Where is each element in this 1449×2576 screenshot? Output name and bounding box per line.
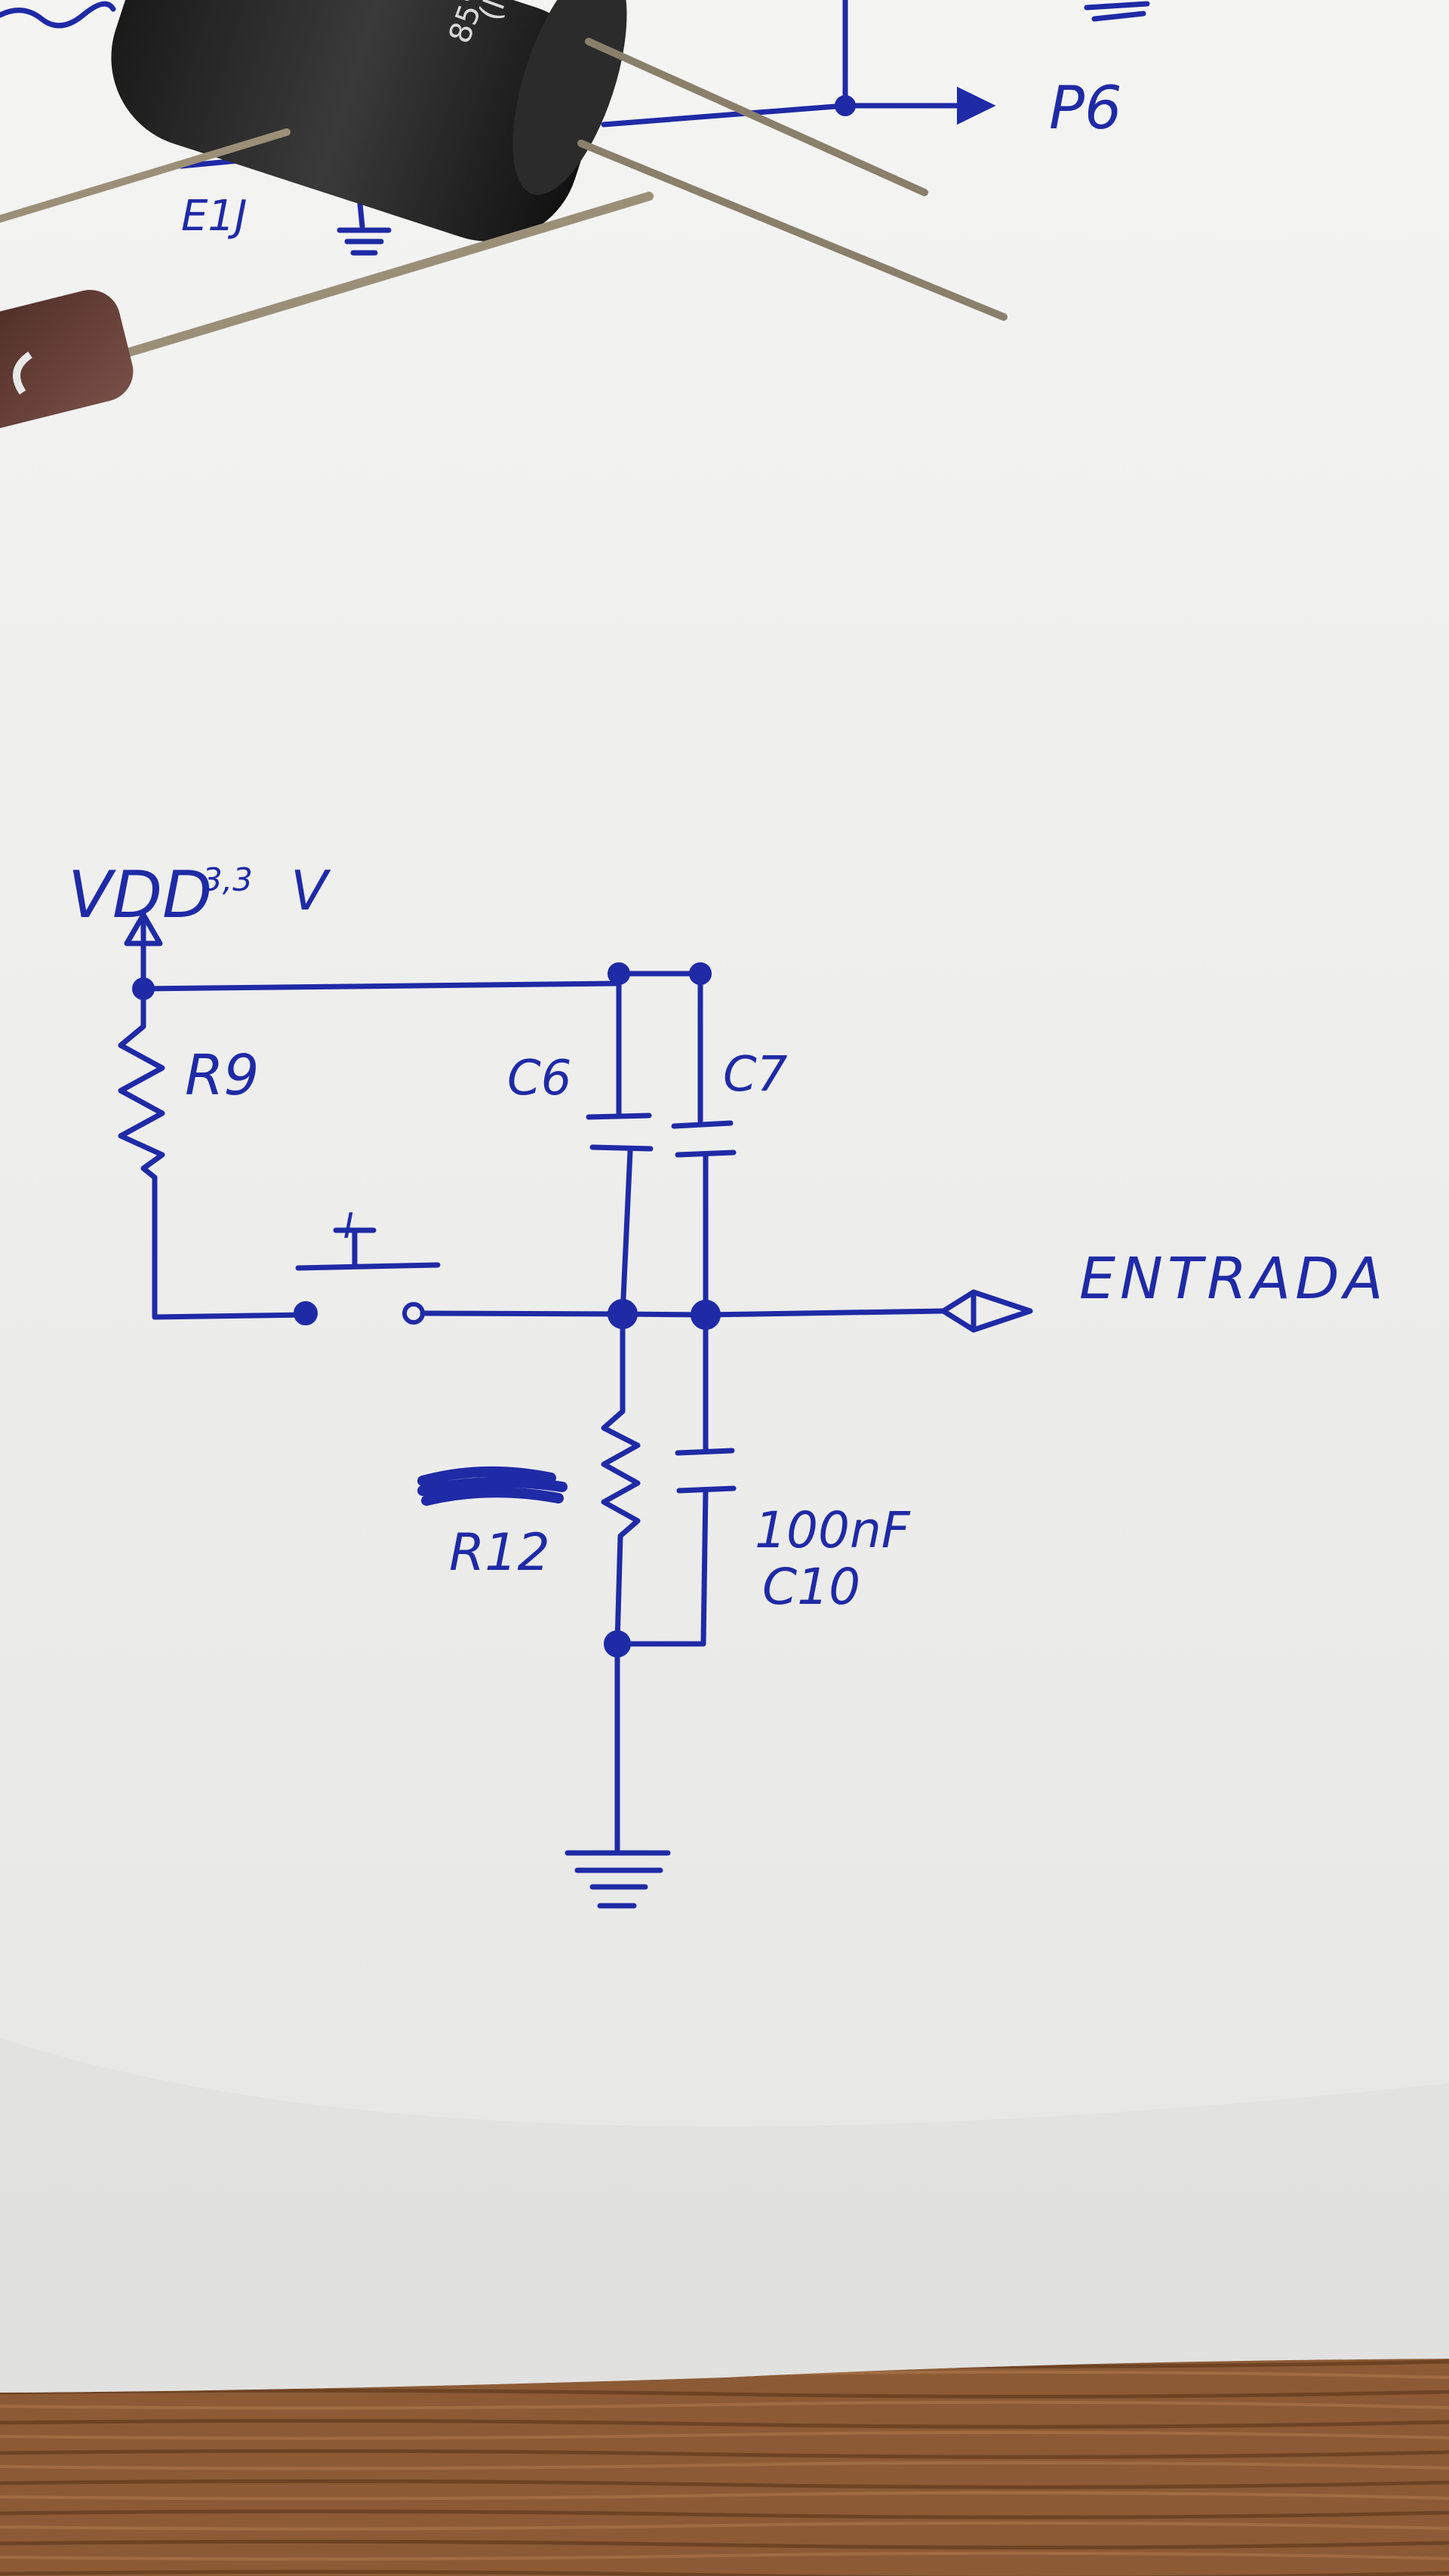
- top-node-p6: P6: [1049, 75, 1122, 143]
- top-right-scribble: [1084, 1, 1150, 22]
- switch-label: I: [343, 1205, 354, 1246]
- electrolytic-capacitor-large: 85° (M: [111, 0, 627, 242]
- c6-bottom-lead: [620, 1148, 633, 1317]
- r9-resistor: [118, 986, 165, 1180]
- component-leads: [0, 38, 1008, 359]
- r9-label: R9: [185, 1043, 260, 1108]
- paper-sheet: [0, 0, 1449, 2393]
- r12-label: R12: [449, 1523, 550, 1583]
- vdd-arrow: [124, 912, 163, 946]
- scribbled-out-label: [417, 1466, 568, 1506]
- electrolytic-capacitor-small: [0, 290, 134, 429]
- c6-label: C6: [507, 1051, 571, 1106]
- switch-node-left: [294, 1301, 318, 1325]
- main-signal-wire: [420, 1308, 946, 1318]
- switch-plunger: [333, 1227, 377, 1267]
- main-schematic: VDD 3,3 V R9 I ENTRADA C: [68, 857, 1388, 1909]
- top-horizontal-wire: [601, 103, 961, 128]
- p6-arrow: [957, 86, 996, 125]
- c6-plates: [586, 1113, 654, 1152]
- c10-value: 100nF: [755, 1501, 911, 1559]
- r12-resistor: [601, 1311, 641, 1645]
- wood-table: [0, 2355, 1449, 2576]
- c10-label: C10: [762, 1558, 860, 1616]
- entrada-label: ENTRADA: [1079, 1245, 1388, 1312]
- switch-actuator: [295, 1262, 441, 1271]
- top-rail-wire: [140, 980, 622, 992]
- ground-symbol: [565, 1850, 671, 1909]
- c10-bottom-lead: [614, 1488, 709, 1647]
- entrada-port: [940, 1289, 1033, 1333]
- c7-label: C7: [723, 1047, 788, 1103]
- top-ref-e1j: E1J: [181, 192, 248, 241]
- ground-symbol-top: [337, 227, 392, 256]
- paper-shadow: [0, 2038, 1449, 2393]
- vdd-value: 3,3: [202, 861, 253, 898]
- r9-switch-wire: [152, 1174, 309, 1320]
- vdd-unit: V: [291, 859, 331, 922]
- top-wire-wave: [0, 1, 116, 29]
